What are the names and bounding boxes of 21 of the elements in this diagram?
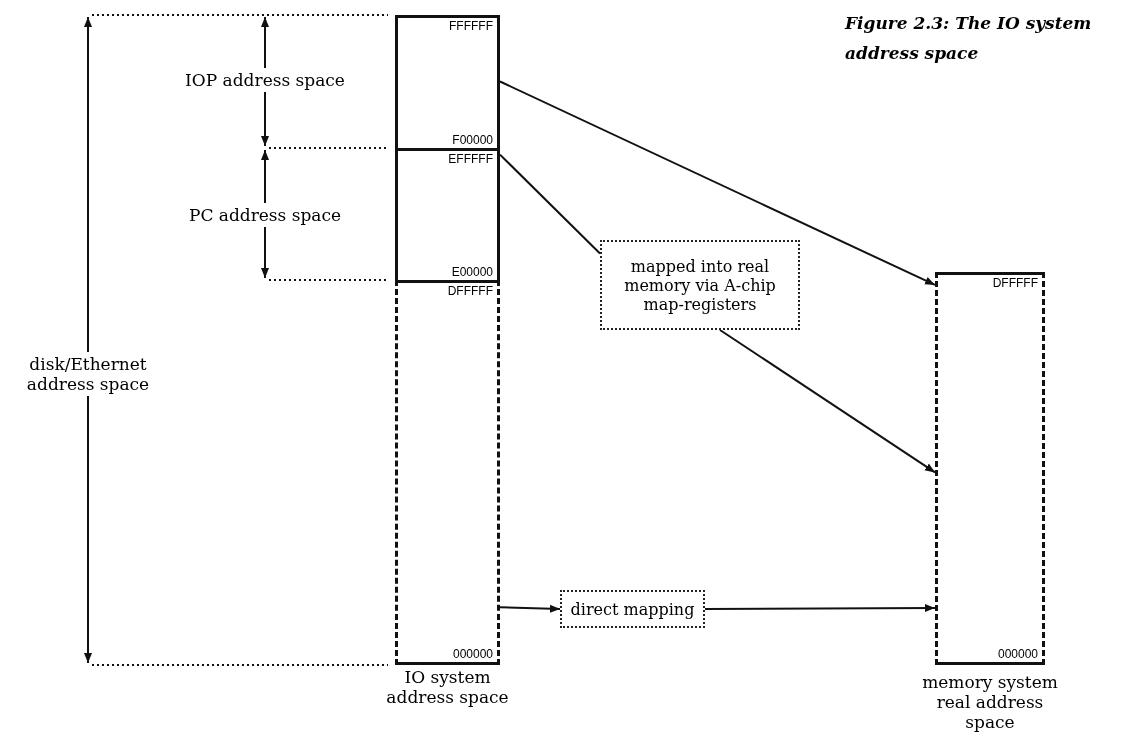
address-label: EFFFFF bbox=[448, 152, 493, 166]
address-label: E00000 bbox=[451, 265, 493, 279]
arrow bbox=[499, 604, 561, 613]
figure-title: Figure 2.3: The IO system address space bbox=[845, 12, 1093, 65]
arrow bbox=[719, 329, 936, 474]
address-label: DFFFFF bbox=[992, 276, 1038, 290]
column-caption: memory system real address space bbox=[921, 672, 1059, 732]
address-label: 000000 bbox=[997, 647, 1038, 661]
address-label: F00000 bbox=[452, 133, 493, 147]
address-segment bbox=[395, 280, 500, 665]
address-segment bbox=[395, 148, 500, 280]
column-caption: IO system address space bbox=[385, 667, 510, 707]
address-segment bbox=[395, 15, 500, 148]
address-label: FFFFFF bbox=[449, 19, 493, 33]
arrow bbox=[499, 80, 936, 286]
annotation-box: mapped into real memory via A-chip map-registers bbox=[600, 240, 800, 330]
annotation-box: direct mapping bbox=[560, 590, 705, 628]
arrow bbox=[704, 604, 936, 613]
address-label: 000000 bbox=[452, 647, 493, 661]
address-label: DFFFFF bbox=[447, 284, 493, 298]
connector-line bbox=[499, 153, 601, 255]
